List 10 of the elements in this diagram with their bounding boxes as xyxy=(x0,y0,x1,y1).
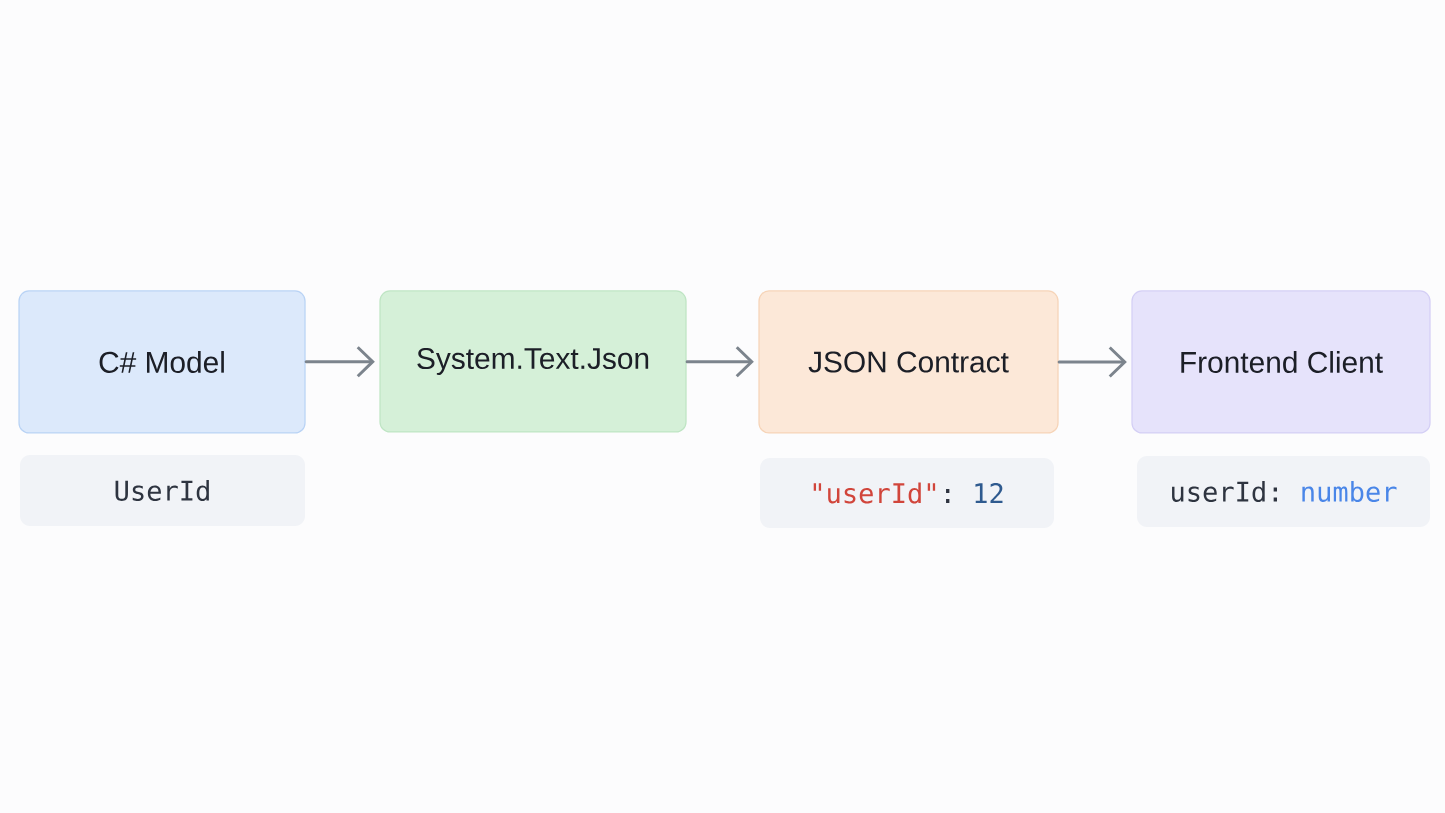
arrow xyxy=(1057,346,1127,378)
code-box: UserId xyxy=(20,455,305,526)
process-box: System.Text.Json xyxy=(379,290,687,433)
process-box: C# Model xyxy=(18,290,306,434)
code-box: "userId" : 12 xyxy=(760,458,1054,528)
process-box: JSON Contract xyxy=(758,290,1059,434)
code-box: userId: number xyxy=(1137,456,1430,527)
process-box: Frontend Client xyxy=(1131,290,1431,434)
arrow xyxy=(304,346,375,378)
arrow xyxy=(685,346,754,378)
